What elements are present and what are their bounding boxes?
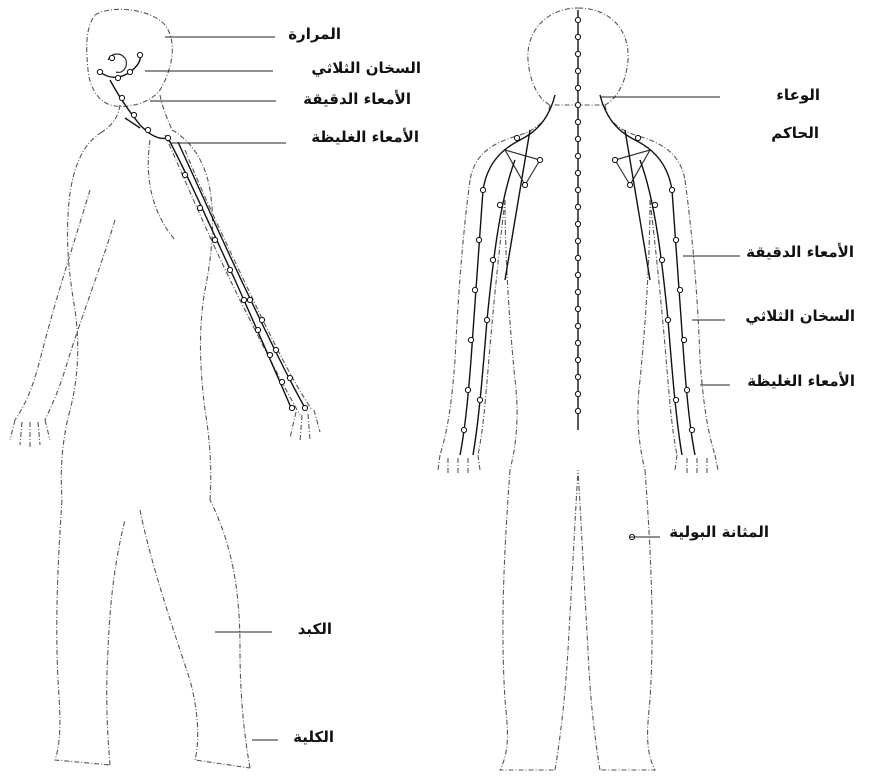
spine-point	[575, 391, 580, 396]
arm-point	[472, 287, 477, 292]
arm-point	[689, 427, 694, 432]
spine-point	[575, 255, 580, 260]
label-small-intestine-left: الأمعاء الدقيقة	[303, 92, 411, 107]
spine-point	[575, 153, 580, 158]
spine-point	[575, 204, 580, 209]
arm-point	[461, 427, 466, 432]
arm-point	[514, 135, 519, 140]
spine-point	[575, 34, 580, 39]
spine-point	[575, 357, 580, 362]
label-large-intestine-left: الأمعاء الغليظة	[311, 130, 419, 145]
arm-point	[681, 337, 686, 342]
spine-point	[575, 68, 580, 73]
arm-point	[635, 135, 640, 140]
label-large-intestine-right: الأمعاء الغليظة	[747, 374, 855, 389]
right-leader-lines	[600, 97, 740, 537]
arm-point	[652, 202, 657, 207]
spine-point	[575, 187, 580, 192]
label-liver: الكبد	[298, 622, 332, 637]
arm-point	[665, 317, 670, 322]
spine-point	[575, 85, 580, 90]
spine-point	[575, 306, 580, 311]
arm-point	[537, 157, 542, 162]
spine-point	[575, 289, 580, 294]
arm-point	[673, 397, 678, 402]
spine-point	[575, 170, 580, 175]
arm-point	[677, 287, 682, 292]
spine-point	[575, 340, 580, 345]
arm-point	[480, 187, 485, 192]
arm-point	[490, 257, 495, 262]
spine-point	[575, 323, 580, 328]
arm-point	[484, 317, 489, 322]
arm-point	[476, 237, 481, 242]
spine-point	[575, 119, 580, 124]
arm-point	[465, 387, 470, 392]
label-governing-vessel-1: الوعاء	[776, 88, 820, 103]
label-kidney: الكلية	[293, 730, 334, 745]
label-governing-vessel-2: الحاكم	[771, 126, 819, 141]
label-triple-burner-left: السخان الثلاثي	[311, 61, 421, 76]
arm-point	[627, 182, 632, 187]
spine-point	[575, 221, 580, 226]
spine-point	[575, 136, 580, 141]
arm-point	[522, 182, 527, 187]
arm-point	[468, 337, 473, 342]
spine-point	[575, 17, 580, 22]
spine-point	[575, 51, 580, 56]
arm-point	[497, 202, 502, 207]
label-triple-burner-right: السخان الثلاثي	[745, 309, 855, 324]
arm-point	[673, 237, 678, 242]
arm-point	[477, 397, 482, 402]
label-gallbladder: المرارة	[288, 27, 341, 42]
spine-point	[575, 374, 580, 379]
spine-point	[575, 238, 580, 243]
arm-point	[612, 157, 617, 162]
arm-point	[659, 257, 664, 262]
label-bladder: المثانة البولية	[669, 525, 769, 540]
left-leader-lines	[145, 37, 286, 740]
spine-point	[575, 272, 580, 277]
side-view-figure	[10, 9, 320, 768]
arm-point	[669, 187, 674, 192]
spine-point	[575, 102, 580, 107]
arm-point	[684, 387, 689, 392]
spine-point	[575, 408, 580, 413]
label-small-intestine-right: الأمعاء الدقيقة	[746, 245, 854, 260]
